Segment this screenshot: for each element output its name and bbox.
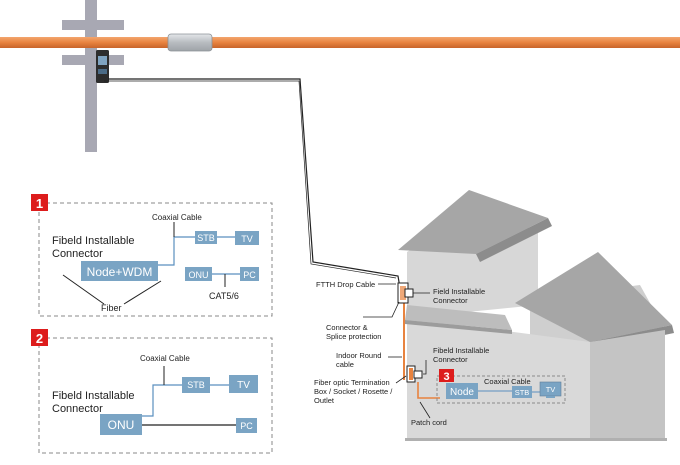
badge-2-number: 2 — [36, 331, 43, 346]
panel2-title-line2: Connector — [52, 403, 103, 415]
indoor-cable-label-line2: cable — [336, 360, 354, 369]
panel2-stb-box — [182, 377, 210, 393]
callout-leaders — [363, 283, 431, 419]
ftth-drop-cable-label: FTTH Drop Cable — [316, 280, 375, 289]
house — [398, 190, 674, 441]
panel2-stb-label: STB — [187, 380, 205, 390]
panel2-coax-cable — [142, 384, 182, 417]
panel1-node-wdm-label: Node+WDM — [87, 265, 153, 279]
panel1-coaxial-label: Coaxial Cable — [152, 213, 202, 222]
splice-label-line2: Splice protection — [326, 332, 381, 341]
panel1-tv-box — [235, 231, 259, 245]
panel2-tv-label: TV — [237, 380, 250, 391]
panel-2: 2 Fibeld Installable Connector ONU Coaxi… — [31, 329, 273, 454]
house-node-box — [446, 383, 478, 399]
panel2-pc-label: PC — [240, 421, 253, 431]
badge-3-number: 3 — [443, 371, 449, 383]
badge-1-number: 1 — [36, 196, 43, 211]
indoor-cable-label-line1: Indoor Round — [336, 351, 381, 360]
panel2-onu-label: ONU — [108, 418, 135, 432]
panel1-title-line2: Connector — [52, 248, 103, 260]
house-tv-label: TV — [546, 385, 556, 394]
panel1-pc-label: PC — [243, 270, 256, 280]
house-node-label: Node — [450, 387, 474, 398]
panel1-onu-box — [185, 267, 212, 281]
panel1-cat-label: CAT5/6 — [209, 291, 239, 301]
splice-label-line1: Connector & — [326, 323, 368, 332]
panel1-pc-box — [240, 267, 259, 281]
badge-1 — [31, 194, 48, 211]
patch-cord-label: Patch cord — [411, 418, 447, 427]
panel2-tv-box — [229, 375, 258, 393]
panel1-coax-cable — [158, 236, 195, 266]
badge-2 — [31, 329, 48, 346]
panel2-pc-box — [236, 418, 257, 433]
panel1-stb-box — [195, 231, 217, 244]
termination-label-line2: Box / Socket / Rosette / — [314, 387, 393, 396]
panel1-title-line1: Fibeld Installable — [52, 235, 135, 247]
termination-label-line1: Fiber optic Termination — [314, 378, 390, 387]
house-tv-icon — [539, 381, 562, 398]
panel1-tv-label: TV — [241, 234, 253, 244]
house-stb-label: STB — [515, 388, 530, 397]
pole-terminal-box-icon — [96, 50, 109, 83]
panel1-stb-label: STB — [197, 233, 215, 243]
panel-1: 1 Fibeld Installable Connector Node+WDM … — [31, 194, 273, 317]
badge-3 — [439, 369, 454, 382]
utility-pole — [62, 0, 124, 152]
termination-label-line3: Outlet — [314, 396, 335, 405]
aerial-cable — [0, 37, 680, 48]
field-connector-1-label-line2: Connector — [433, 296, 468, 305]
panel1-fiber-label: Fiber — [101, 303, 122, 313]
termination-box-icon — [406, 365, 423, 383]
panel2-onu-box — [100, 414, 142, 435]
house-stb-box — [512, 386, 532, 398]
house-coaxial-label: Coaxial Cable — [484, 377, 531, 386]
panel1-fiber-pointers — [62, 274, 162, 305]
panel1-onu-label: ONU — [189, 270, 209, 280]
field-connector-2-label-line1: Fibeld Installable — [433, 346, 489, 355]
panel2-coaxial-label: Coaxial Cable — [140, 354, 190, 363]
patch-cord — [417, 382, 440, 399]
panel1-node-wdm-box — [81, 261, 158, 281]
panel2-title-line1: Fibeld Installable — [52, 390, 135, 402]
splice-sleeve — [167, 33, 213, 52]
field-connector-2-label-line2: Connector — [433, 355, 468, 364]
field-connector-1-label-line1: Field Installable — [433, 287, 485, 296]
house-equipment-frame — [436, 375, 566, 404]
